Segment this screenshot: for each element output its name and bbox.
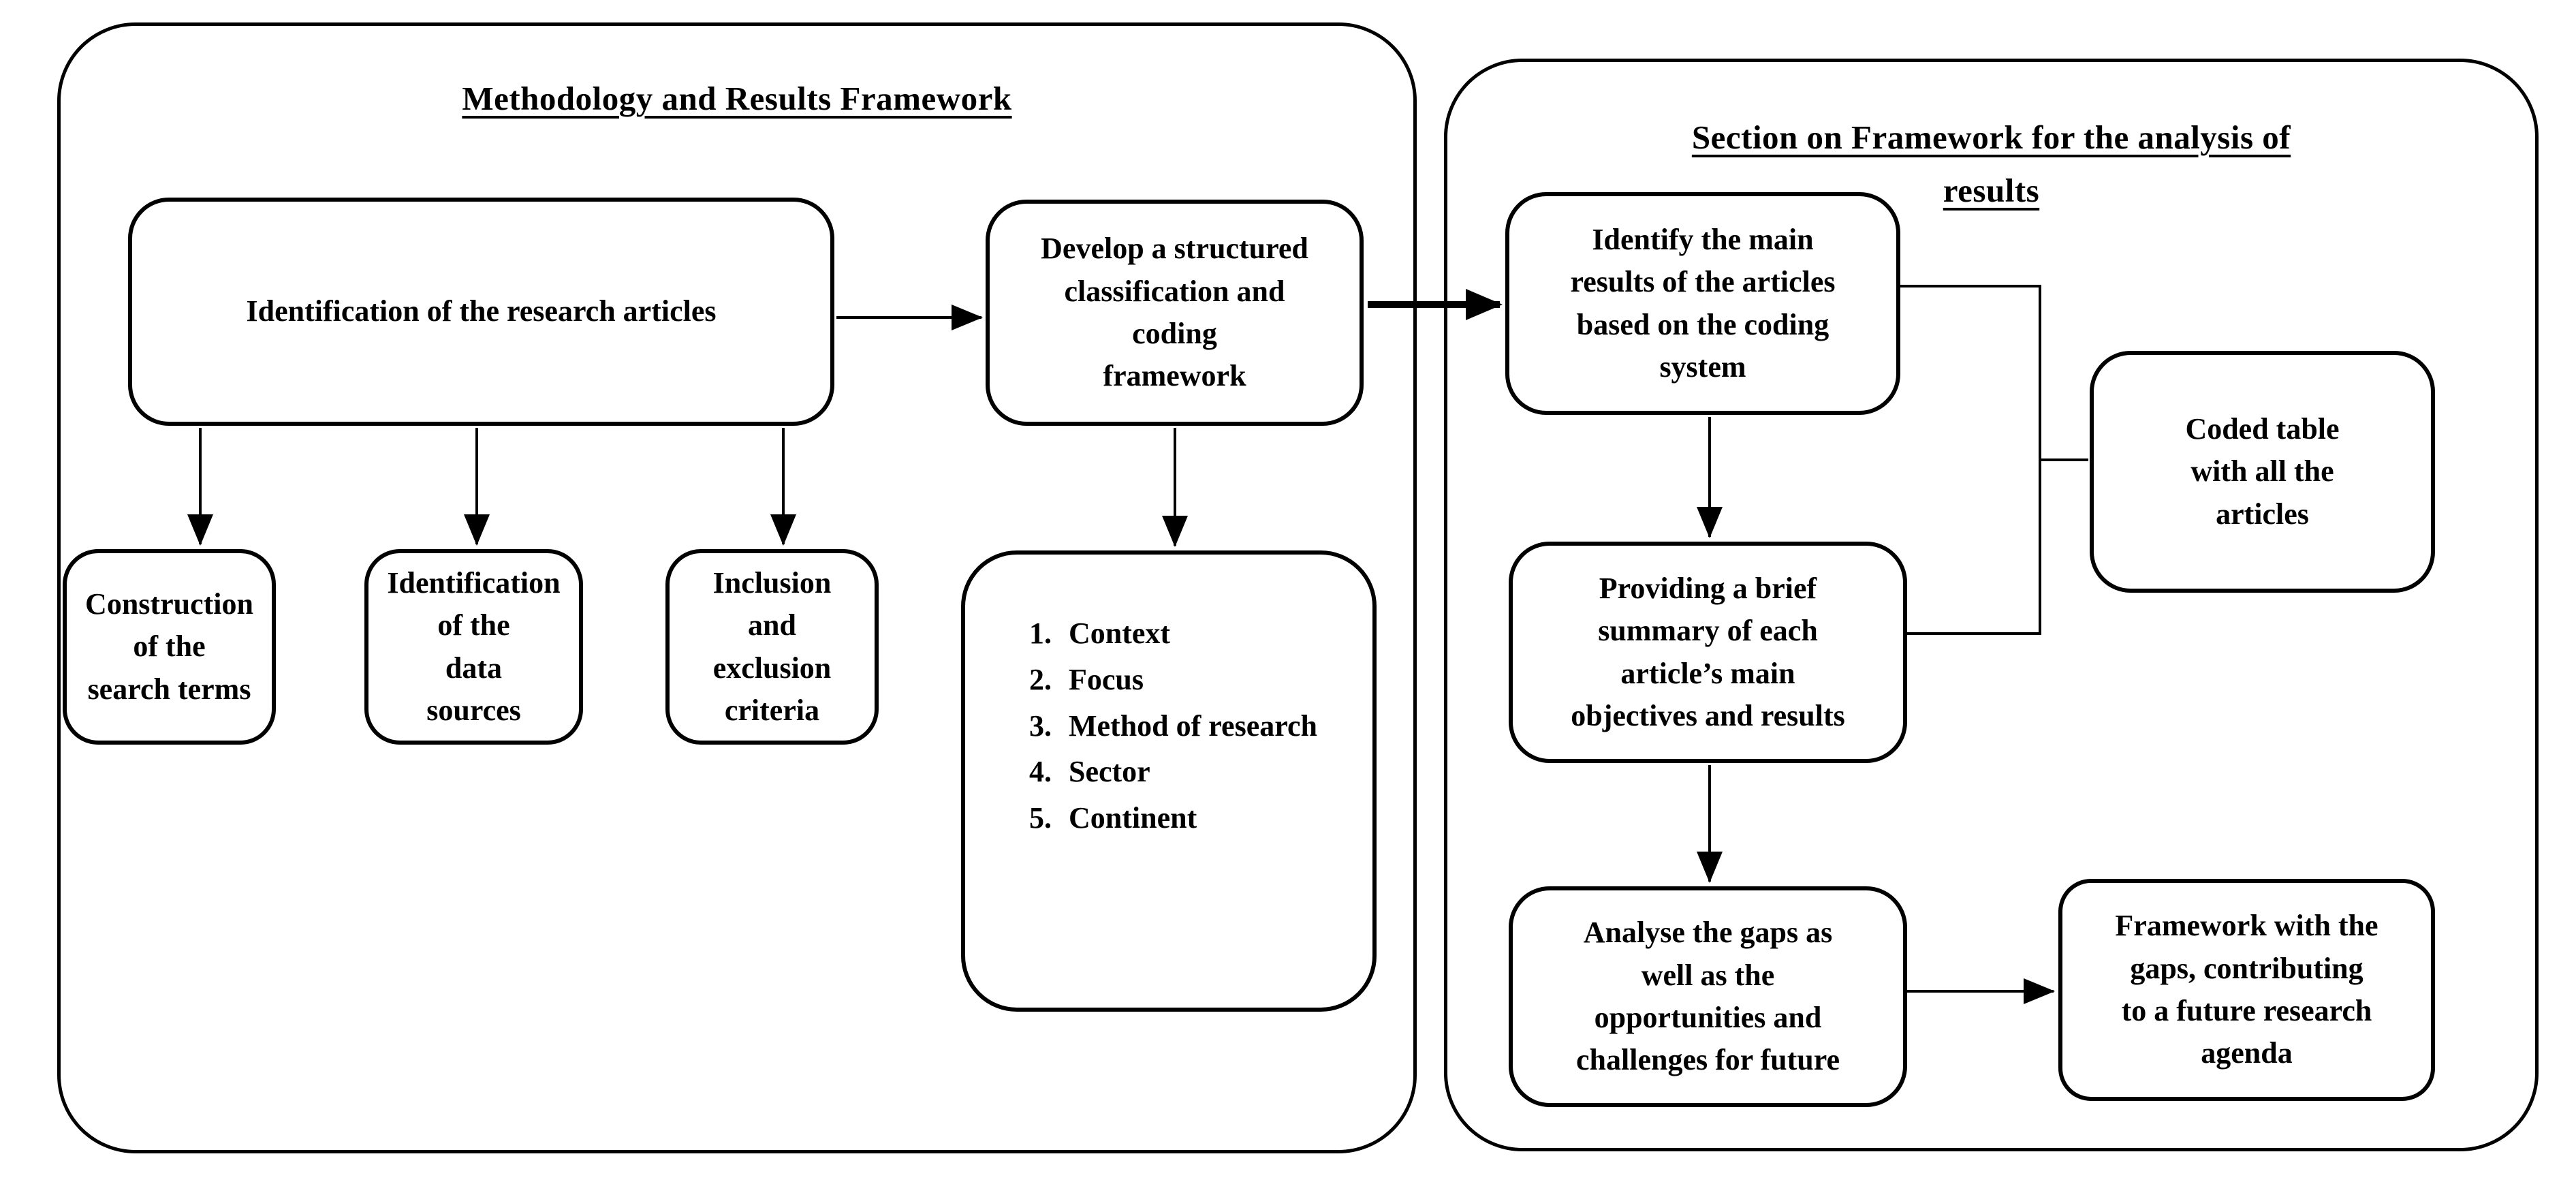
coding-category-item-focus: Focus bbox=[1059, 658, 1317, 702]
box-analyse-gaps-label: Analyse the gaps as well as the opportun… bbox=[1576, 916, 1840, 1077]
box-providing-summary: Providing a brief summary of each articl… bbox=[1509, 542, 1907, 763]
coding-category-item-context: Context bbox=[1059, 612, 1317, 655]
box-identification-articles-label: Identification of the research articles bbox=[246, 294, 717, 328]
analysis-section-title: Section on Framework for the analysis of… bbox=[1691, 119, 2291, 210]
methodology-section-container bbox=[57, 22, 1417, 1153]
box-develop-coding-framework-label: Develop a structured classification and … bbox=[1041, 232, 1308, 393]
box-framework-with-gaps-label: Framework with the gaps, contributing to… bbox=[2115, 909, 2378, 1070]
analysis-section-container bbox=[1444, 59, 2539, 1151]
box-coded-table-label: Coded table with all the articles bbox=[2185, 411, 2340, 531]
coding-category-list: Context Focus Method of research Sector … bbox=[972, 612, 1317, 843]
box-identification-data-sources: Identification of the data sources bbox=[364, 549, 583, 745]
box-coding-categories: Context Focus Method of research Sector … bbox=[961, 550, 1377, 1012]
methodology-section-title: Methodology and Results Framework bbox=[462, 80, 1012, 117]
coding-category-item-method: Method of research bbox=[1059, 704, 1317, 748]
box-inclusion-exclusion-criteria-label: Inclusion and exclusion criteria bbox=[712, 565, 832, 727]
box-develop-coding-framework: Develop a structured classification and … bbox=[986, 200, 1364, 426]
box-providing-summary-label: Providing a brief summary of each articl… bbox=[1571, 571, 1845, 732]
box-construction-search-terms-label: Construction of the search terms bbox=[85, 587, 253, 706]
box-identification-articles: Identification of the research articles bbox=[128, 198, 834, 426]
box-analyse-gaps: Analyse the gaps as well as the opportun… bbox=[1509, 886, 1907, 1107]
box-construction-search-terms: Construction of the search terms bbox=[63, 549, 276, 745]
box-identify-main-results-label: Identify the main results of the article… bbox=[1570, 222, 1836, 384]
coding-category-item-continent: Continent bbox=[1059, 796, 1317, 840]
coding-category-item-sector: Sector bbox=[1059, 750, 1317, 794]
box-identification-data-sources-label: Identification of the data sources bbox=[387, 565, 561, 727]
box-framework-with-gaps: Framework with the gaps, contributing to… bbox=[2058, 879, 2435, 1101]
box-coded-table: Coded table with all the articles bbox=[2090, 351, 2435, 593]
box-identify-main-results: Identify the main results of the article… bbox=[1505, 192, 1900, 415]
box-inclusion-exclusion-criteria: Inclusion and exclusion criteria bbox=[665, 549, 879, 745]
